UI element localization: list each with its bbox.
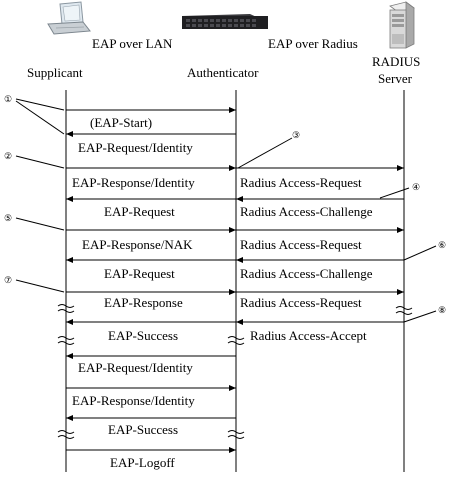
msg-eap-success-label: EAP-Success <box>108 328 178 343</box>
msg-eap-request-identity-2-label: EAP-Request/Identity <box>78 360 193 375</box>
message-arrow-head <box>229 289 236 295</box>
message-arrow-head <box>66 353 73 359</box>
message-arrow-head <box>236 319 243 325</box>
message-arrow-head <box>66 415 73 421</box>
msg-eap-request-2-label: EAP-Request <box>104 266 175 281</box>
msg-eap-success-2-label: EAP-Success <box>108 422 178 437</box>
message-arrow-head <box>397 227 404 233</box>
authenticator-label: Authenticator <box>187 65 259 80</box>
message-arrow-head <box>229 385 236 391</box>
message-arrow-head <box>229 227 236 233</box>
message-arrow-head <box>66 131 73 137</box>
msg-eap-logoff-label: EAP-Logoff <box>110 455 175 470</box>
msg-radius-access-challenge-2-label: Radius Access-Challenge <box>240 266 373 281</box>
message-arrow-head <box>236 257 243 263</box>
server-tower-icon <box>390 2 414 48</box>
msg-radius-access-challenge-label: Radius Access-Challenge <box>240 204 373 219</box>
message-arrow-head <box>236 196 243 202</box>
step-4-marker: ④ <box>412 182 420 192</box>
step-6-marker: ⑥ <box>438 240 446 250</box>
msg-radius-access-request-3-label: Radius Access-Request <box>240 295 362 310</box>
step-1-marker: ① <box>4 94 12 104</box>
message-arrow-head <box>397 289 404 295</box>
msg-eap-response-identity-2-label: EAP-Response/Identity <box>72 393 195 408</box>
step-8-marker: ⑧ <box>438 305 446 315</box>
step-leader-lines <box>16 99 436 322</box>
eap-over-radius-label: EAP over Radius <box>268 36 358 51</box>
step-5-marker: ⑤ <box>4 213 12 223</box>
message-arrow-head <box>66 196 73 202</box>
msg-eap-start-label: (EAP-Start) <box>90 115 152 130</box>
step-7-marker: ⑦ <box>4 275 12 285</box>
message-arrow-head <box>397 165 404 171</box>
step-2-marker: ② <box>4 151 12 161</box>
message-arrow-head <box>229 165 236 171</box>
msg-eap-request-identity-label: EAP-Request/Identity <box>78 140 193 155</box>
network-switch-icon <box>182 14 268 29</box>
message-arrow-head <box>229 447 236 453</box>
step-3-marker: ③ <box>292 130 300 140</box>
msg-eap-request-label: EAP-Request <box>104 204 175 219</box>
laptop-icon <box>48 2 90 34</box>
msg-eap-response-label: EAP-Response <box>104 295 183 310</box>
msg-radius-access-accept-label: Radius Access-Accept <box>250 328 367 343</box>
msg-eap-response-nak-label: EAP-Response/NAK <box>82 237 193 252</box>
supplicant-label: Supplicant <box>27 65 83 80</box>
msg-radius-access-request-label: Radius Access-Request <box>240 175 362 190</box>
server-label: Server <box>378 71 413 86</box>
eap-over-lan-label: EAP over LAN <box>92 36 173 51</box>
msg-radius-access-request-2-label: Radius Access-Request <box>240 237 362 252</box>
message-arrow-head <box>66 257 73 263</box>
radius-label: RADIUS <box>372 54 420 69</box>
message-arrow-head <box>66 319 73 325</box>
message-arrow-head <box>229 107 236 113</box>
msg-eap-response-identity-label: EAP-Response/Identity <box>72 175 195 190</box>
